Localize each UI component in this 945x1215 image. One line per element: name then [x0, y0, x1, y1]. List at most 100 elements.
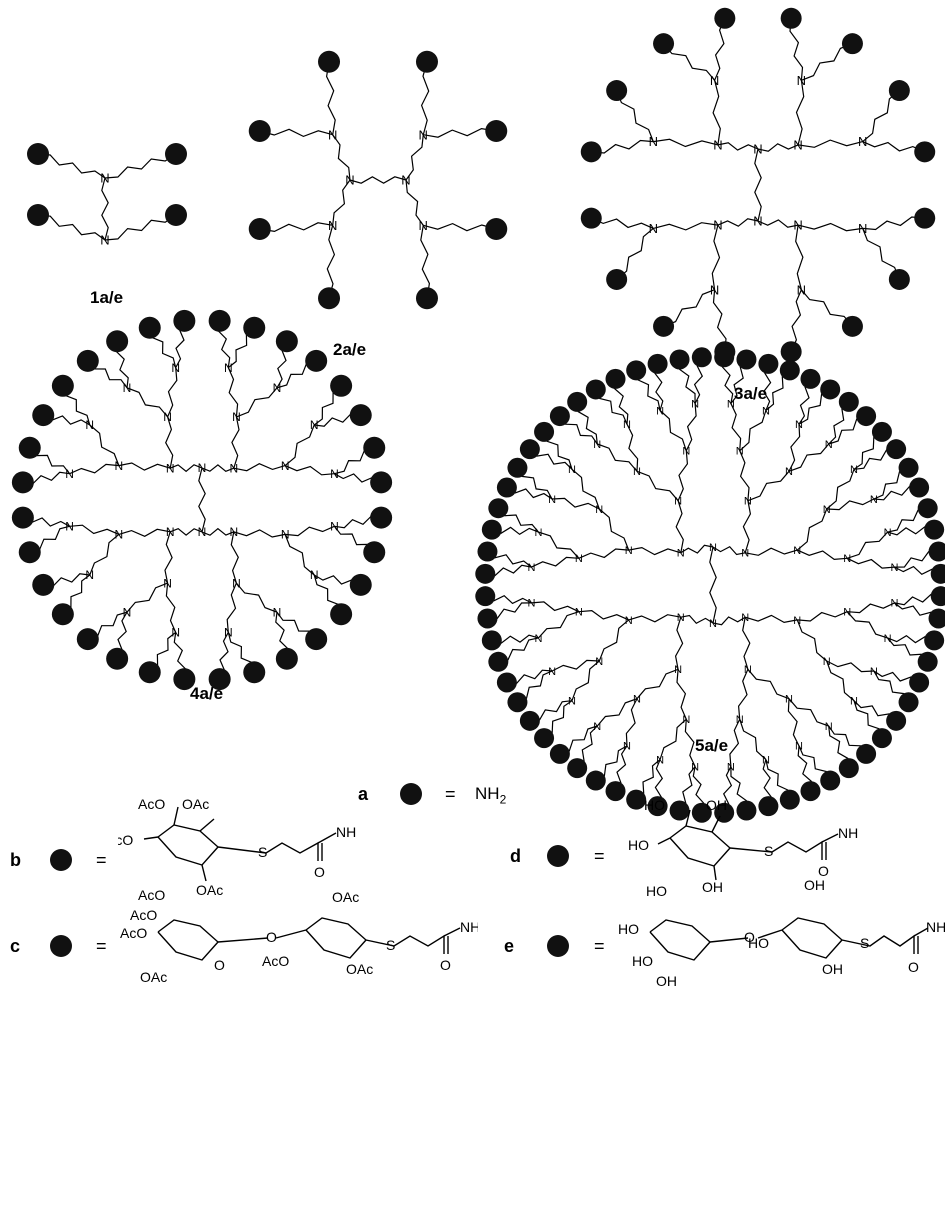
nitrogen-atom: N — [528, 562, 536, 574]
nitrogen-atom: N — [677, 548, 685, 560]
propylene-chain — [169, 464, 203, 473]
end-group-dot — [886, 439, 907, 460]
end-group-dot — [924, 519, 945, 540]
propylene-chain — [788, 443, 830, 472]
propylene-chain — [729, 718, 741, 767]
nitrogen-atom: N — [682, 714, 690, 726]
nitrogen-atom: N — [741, 612, 749, 624]
propylene-chain — [201, 527, 235, 536]
end-group-dot — [898, 457, 919, 478]
propylene-chain — [680, 614, 714, 625]
propylene-chain — [757, 219, 799, 228]
end-group-dot — [871, 728, 892, 749]
end-group-dot — [928, 541, 945, 562]
propylene-chain — [709, 546, 717, 624]
end-group-dot — [606, 80, 628, 102]
propylene-chain — [89, 424, 120, 466]
nitrogen-atom: N — [825, 439, 833, 451]
end-group-dot — [330, 603, 353, 626]
end-group-dot — [370, 506, 393, 529]
end-group-dot — [370, 471, 393, 494]
end-group-dot — [106, 330, 129, 353]
compound-label-4: 4a/e — [190, 684, 224, 703]
nitrogen-atom: N — [330, 467, 339, 481]
propylene-chain — [597, 443, 638, 472]
end-group-dot — [488, 651, 509, 672]
propylene-chain — [598, 508, 630, 551]
end-group-dot — [27, 143, 49, 165]
acetoxy-label: AcO — [130, 907, 157, 923]
end-group-dot — [363, 436, 386, 459]
propylene-chain — [636, 470, 679, 502]
compound-label-1: 1a/e — [90, 288, 124, 307]
nitrogen-atom: N — [166, 461, 175, 475]
nitrogen-atom: N — [709, 542, 717, 554]
nitrogen-atom: N — [741, 548, 749, 560]
legend-e-equals: = — [594, 936, 605, 956]
propylene-chain — [230, 531, 239, 584]
hydroxyl-label: HO — [632, 953, 653, 969]
propylene-chain — [846, 557, 895, 569]
nitrogen-atom: N — [858, 134, 867, 149]
propylene-chain — [862, 90, 900, 143]
nitrogen-atom: N — [633, 694, 641, 706]
nitrogen-atom: N — [677, 612, 685, 624]
propylene-chain — [284, 465, 335, 476]
legend-d-equals: = — [594, 846, 605, 866]
end-group-dot — [691, 347, 712, 368]
end-group-dot — [779, 360, 800, 381]
end-group-dot — [275, 647, 298, 670]
propylene-chain — [790, 289, 802, 352]
end-group-dot — [841, 315, 863, 337]
propylene-chain — [233, 529, 286, 538]
propylene-chain — [551, 659, 600, 672]
nitrogen-atom: N — [401, 173, 410, 188]
nitrogen-atom: N — [825, 721, 833, 733]
end-group-dot — [871, 421, 892, 442]
nitrogen-atom: N — [328, 127, 337, 142]
acetoxy-label: OAc — [346, 961, 373, 977]
end-group-dot — [349, 573, 372, 596]
nitrogen-atom: N — [163, 576, 172, 590]
end-group-dot — [856, 743, 877, 764]
propylene-chain — [747, 668, 790, 700]
propylene-chain — [326, 225, 336, 299]
nitrogen-atom: N — [229, 461, 238, 475]
propylene-chain — [847, 602, 895, 614]
legend-c-equals: = — [96, 936, 107, 956]
propylene-chain — [104, 214, 177, 241]
nitrogen-atom: N — [595, 656, 603, 668]
end-group-dot — [248, 120, 271, 143]
propylene-chain — [578, 548, 629, 559]
end-group-dot — [27, 204, 49, 226]
end-group-dot — [585, 770, 606, 791]
propylene-chain — [739, 410, 767, 452]
nitrogen-atom: N — [595, 504, 603, 516]
nitrogen-atom: N — [795, 741, 803, 753]
end-group-dot — [534, 421, 555, 442]
legend-d-letter: d — [510, 846, 521, 866]
propylene-chain — [663, 289, 715, 327]
propylene-chain — [235, 582, 278, 613]
propylene-chain — [795, 80, 805, 146]
acetoxy-label: AcO — [120, 925, 147, 941]
propylene-chain — [420, 61, 430, 135]
end-group-dot — [691, 802, 712, 823]
end-group-dot — [605, 368, 626, 389]
nitrogen-atom: N — [884, 527, 892, 539]
end-group-dot — [18, 541, 41, 564]
end-group-dot — [330, 374, 353, 397]
end-group-dot — [305, 628, 328, 651]
propylene-chain — [862, 216, 925, 231]
propylene-chain — [531, 601, 580, 613]
end-group-dot — [173, 309, 196, 332]
end-group-dot — [106, 647, 129, 670]
propylene-chain — [531, 556, 579, 568]
acetoxy-label: OAc — [332, 889, 359, 905]
nitrogen-atom: N — [310, 418, 319, 432]
propylene-chain — [797, 611, 848, 622]
propylene-chain — [325, 61, 336, 135]
nitrogen-atom: N — [870, 666, 878, 678]
carbonyl-o-label: O — [440, 957, 451, 973]
